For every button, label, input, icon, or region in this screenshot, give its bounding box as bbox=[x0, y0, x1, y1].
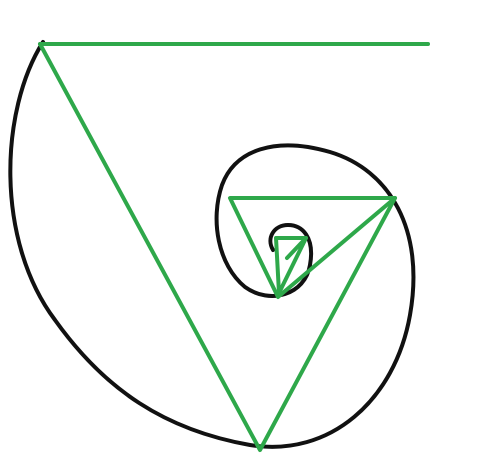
triangle-large bbox=[38, 42, 397, 452]
triangle-medium bbox=[228, 196, 397, 299]
triangle-small bbox=[274, 236, 308, 295]
triangle-small-connector bbox=[285, 236, 308, 260]
